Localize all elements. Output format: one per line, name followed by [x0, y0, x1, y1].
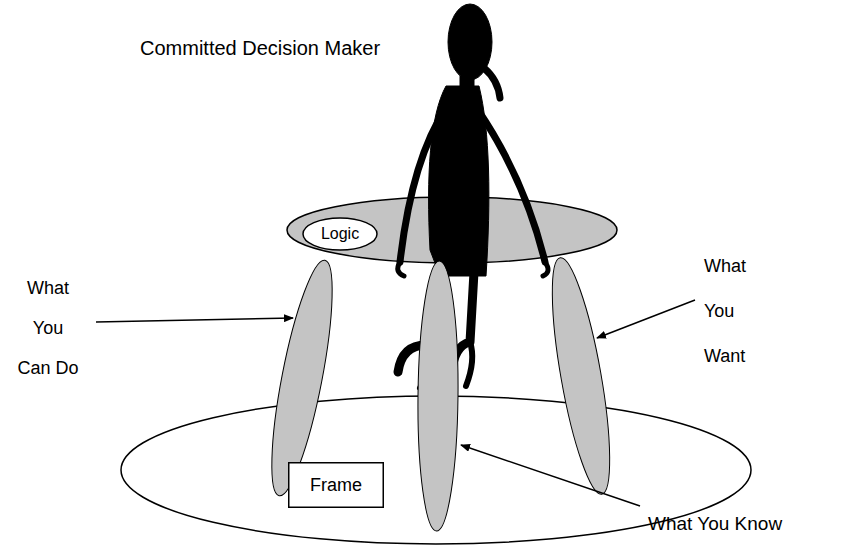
leader-arrow [597, 300, 695, 338]
logic-ellipse: Logic [302, 217, 378, 251]
logic-ellipse-text: Logic [321, 225, 359, 243]
leader-arrow [461, 445, 640, 506]
leader-arrow [96, 318, 293, 322]
frame-box: Frame [288, 462, 384, 508]
leg-label: What You Can Do [15, 268, 81, 388]
leg-label-text: What You Can Do [17, 278, 78, 378]
person-figure [398, 4, 548, 388]
figure-label: Committed Decision Maker [140, 36, 380, 60]
frame-box-text: Frame [310, 475, 362, 496]
leg-label: What You Know [648, 512, 782, 536]
figure-label-text: Committed Decision Maker [140, 37, 380, 59]
leg-label: What You Want [704, 244, 756, 379]
leg-label-text: What You Want [704, 256, 746, 366]
stool-leg [540, 254, 621, 497]
stool-leg [417, 261, 460, 531]
leg-label-text: What You Know [648, 513, 782, 534]
